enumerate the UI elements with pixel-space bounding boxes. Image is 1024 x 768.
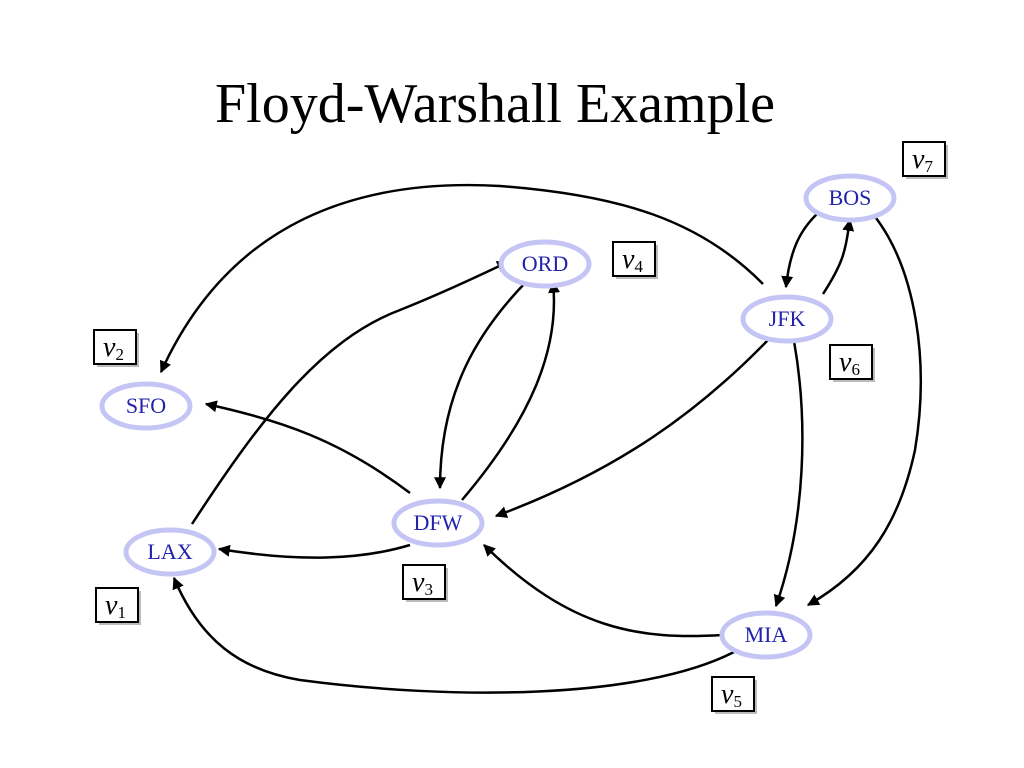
vertex-label-box: v5 (711, 676, 757, 714)
vertex-letter: v (412, 567, 425, 598)
vertex-label-frame (402, 564, 446, 600)
node-label: SFO (126, 393, 166, 418)
vertex-label: v2 (103, 332, 124, 364)
vertex-label-box: v6 (829, 344, 875, 382)
page-title: Floyd-Warshall Example (214, 73, 776, 135)
vertex-subscript: 5 (733, 692, 742, 711)
edge-lax-to-ord (190, 260, 510, 525)
vertex-subscript: 1 (117, 603, 126, 622)
vertex-label: v7 (912, 144, 933, 176)
edge-jfk-to-sfo (159, 183, 764, 374)
vertex-label-box: v7 (902, 141, 948, 179)
vertex-label: v5 (721, 679, 742, 711)
node-bos: BOS (803, 173, 897, 223)
vertex-label-box: v1 (95, 587, 141, 625)
edge-mia-to-dfw (483, 544, 723, 638)
vertex-subscript: 2 (115, 345, 124, 364)
vertex-letter: v (105, 590, 118, 621)
vertex-label: v3 (412, 567, 433, 599)
vertex-label: v1 (105, 590, 126, 622)
vertex-subscript: 7 (924, 157, 933, 176)
vertex-label-box: v2 (93, 329, 139, 367)
node-sfo: SFO (99, 381, 193, 431)
vertex-letter: v (622, 244, 635, 275)
node-label: JFK (769, 306, 806, 331)
vertex-label: v6 (839, 347, 860, 379)
node-label: LAX (147, 539, 192, 564)
node-label: ORD (522, 251, 568, 276)
node-jfk: JFK (740, 294, 834, 344)
node-label: DFW (414, 510, 463, 535)
edge-jfk-to-dfw (494, 339, 769, 518)
edge-dfw-to-sfo (204, 400, 411, 494)
vertex-letter: v (912, 144, 925, 175)
edge-mia-to-lax (172, 576, 735, 694)
edge-ord-to-dfw (434, 282, 526, 490)
node-ellipse (719, 610, 813, 660)
vertex-label-frame (902, 141, 946, 177)
vertex-letter: v (103, 332, 116, 363)
vertex-letter: v (839, 347, 852, 378)
vertex-label-frame (612, 241, 656, 277)
edge-dfw-to-lax (217, 543, 411, 559)
node-label: MIA (745, 622, 788, 647)
node-dfw: DFW (391, 498, 485, 548)
node-mia: MIA (719, 610, 813, 660)
vertex-label-box: v3 (402, 564, 448, 602)
node-ellipse (123, 527, 217, 577)
vertex-label-frame (95, 587, 139, 623)
node-lax: LAX (123, 527, 217, 577)
vertex-label-frame (829, 344, 873, 380)
node-ellipse (498, 239, 592, 289)
vertex-subscript: 4 (634, 257, 643, 276)
edge-jfk-to-mia (773, 340, 804, 608)
vertex-label-frame (711, 676, 755, 712)
edge-dfw-to-ord (461, 280, 561, 501)
edges-layer (159, 183, 922, 694)
vertex-subscript: 6 (851, 360, 860, 379)
node-ellipse (99, 381, 193, 431)
node-ord: ORD (498, 239, 592, 289)
edge-bos-to-mia (806, 217, 922, 607)
vertex-subscript: 3 (424, 580, 433, 599)
node-ellipse (803, 173, 897, 223)
vertex-letter: v (721, 679, 734, 710)
nodes-layer: LAX SFO DFW ORD MIA JFK BOS (99, 173, 897, 660)
node-ellipse (391, 498, 485, 548)
vertex-label-box: v4 (612, 241, 658, 279)
edge-bos-to-jfk (781, 212, 819, 289)
node-ellipse (740, 294, 834, 344)
vertex-label: v4 (622, 244, 643, 276)
edge-jfk-to-bos (821, 218, 855, 295)
vertex-label-frame (93, 329, 137, 365)
node-label: BOS (829, 185, 872, 210)
